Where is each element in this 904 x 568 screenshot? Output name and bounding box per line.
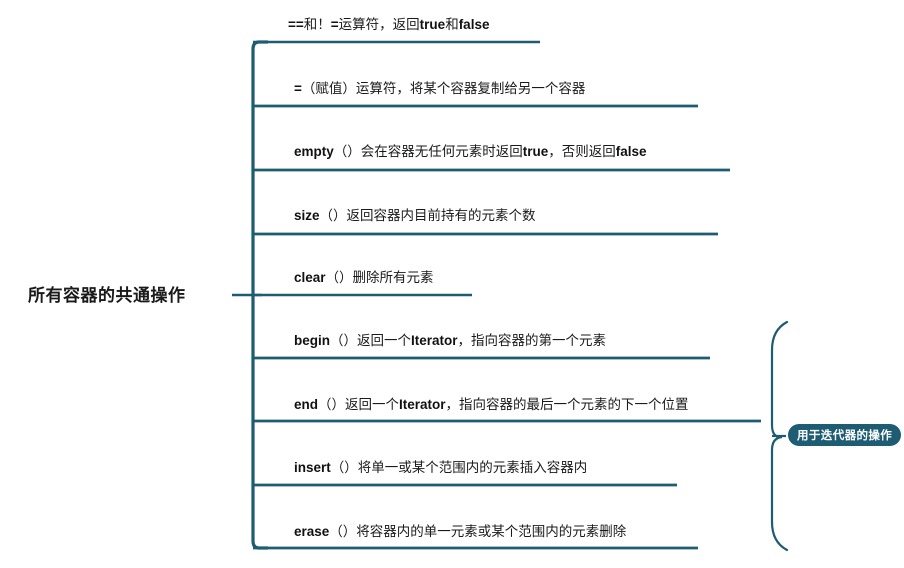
branch-label-assignment-operator: =（赋值）运算符，将某个容器复制给另一个容器	[294, 81, 586, 96]
trunk-line	[251, 40, 268, 550]
branch-label-clear: clear（）删除所有元素	[294, 270, 434, 285]
iterator-group-brace	[770, 320, 789, 552]
branch-label-erase: erase（）将容器内的单一元素或某个范围内的元素删除	[294, 524, 627, 539]
iterator-group-badge: 用于迭代器的操作	[788, 424, 902, 446]
branch-label-equality-operators: ==和！=运算符，返回true和false	[288, 17, 490, 32]
root-node-label: 所有容器的共通操作	[28, 286, 186, 305]
branch-label-empty: empty（）会在容器无任何元素时返回true，否则返回false	[294, 144, 647, 159]
branch-label-size: size（）返回容器内目前持有的元素个数	[294, 208, 536, 223]
branch-label-begin: begin（）返回一个Iterator，指向容器的第一个元素	[294, 333, 607, 348]
branch-label-end: end（）返回一个Iterator，指向容器的最后一个元素的下一个位置	[294, 397, 689, 412]
branch-label-insert: insert（）将单一或某个范围内的元素插入容器内	[294, 460, 588, 475]
